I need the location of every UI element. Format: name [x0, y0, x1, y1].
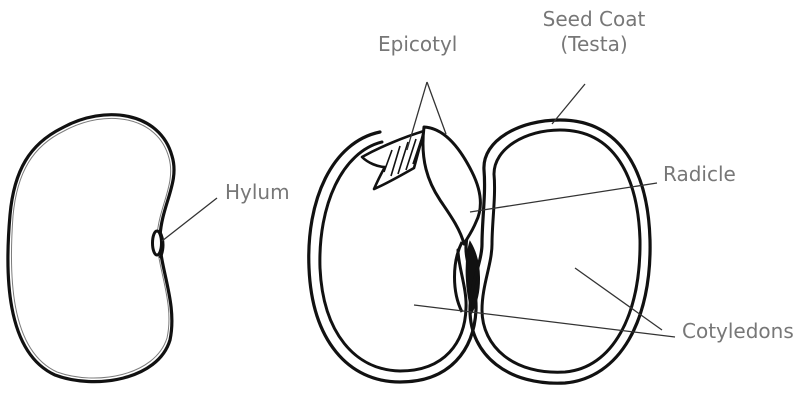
epicotyl-label: Epicotyl: [378, 32, 457, 57]
right-seed-half: [470, 120, 650, 383]
epicotyl-leader-line-right: [427, 82, 446, 134]
hylum-label: Hylum: [225, 180, 290, 205]
whole-bean-outline: [8, 115, 174, 382]
cotyledons-leader-line-left: [414, 305, 675, 337]
embryo-body: [423, 127, 480, 244]
whole-bean: [8, 115, 174, 382]
right-seed-coat-inner: [482, 130, 640, 372]
hylum-leader-line: [162, 198, 217, 241]
cotyledons-label: Cotyledons: [682, 319, 794, 344]
radicle-leader-line: [470, 183, 657, 212]
seed-coat-leader-line: [552, 84, 585, 124]
seed-coat-label-line2: (Testa): [532, 32, 656, 57]
whole-bean-outline-sketch: [11, 118, 170, 378]
radicle-label: Radicle: [663, 162, 736, 187]
seed-coat-label: Seed Coat (Testa): [532, 7, 656, 57]
leader-lines: [162, 82, 675, 337]
seed-coat-label-line1: Seed Coat: [532, 7, 656, 32]
epicotyl: [362, 127, 480, 244]
